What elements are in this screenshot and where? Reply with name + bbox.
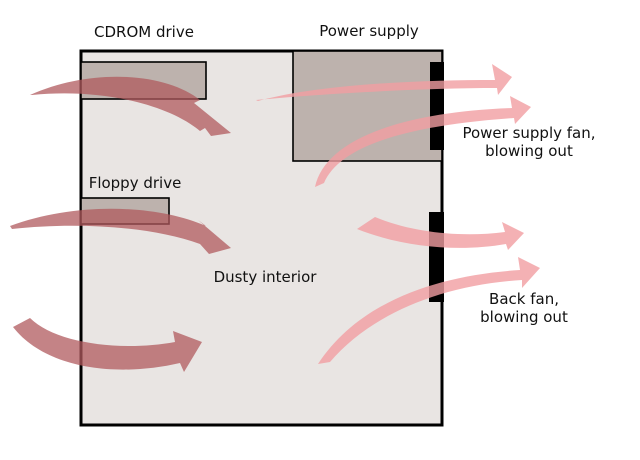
airflow-arrow-floppy-intake — [10, 208, 231, 254]
label-cdrom-drive: CDROM drive — [94, 23, 194, 41]
label-floppy-drive: Floppy drive — [89, 174, 182, 192]
label-back-fan-line1: Back fan, — [489, 290, 559, 308]
label-power-supply: Power supply — [319, 22, 419, 40]
airflow-arrow-psu-exhaust-top — [256, 64, 512, 101]
airflow-arrow-psu-exhaust-lower — [315, 96, 531, 187]
label-back-fan-line2: blowing out — [480, 308, 568, 326]
label-psu-fan-line1: Power supply fan, — [462, 124, 595, 142]
label-psu-fan-line2: blowing out — [485, 142, 573, 160]
label-dusty-interior: Dusty interior — [214, 268, 318, 286]
airflow-arrow-back-exhaust-upper — [357, 217, 524, 250]
airflow-arrow-lower-intake — [13, 318, 202, 372]
airflow-arrow-back-exhaust-lower — [318, 257, 540, 364]
airflow-arrow-cdrom-intake — [30, 76, 231, 136]
power-supply-fan — [430, 62, 444, 150]
